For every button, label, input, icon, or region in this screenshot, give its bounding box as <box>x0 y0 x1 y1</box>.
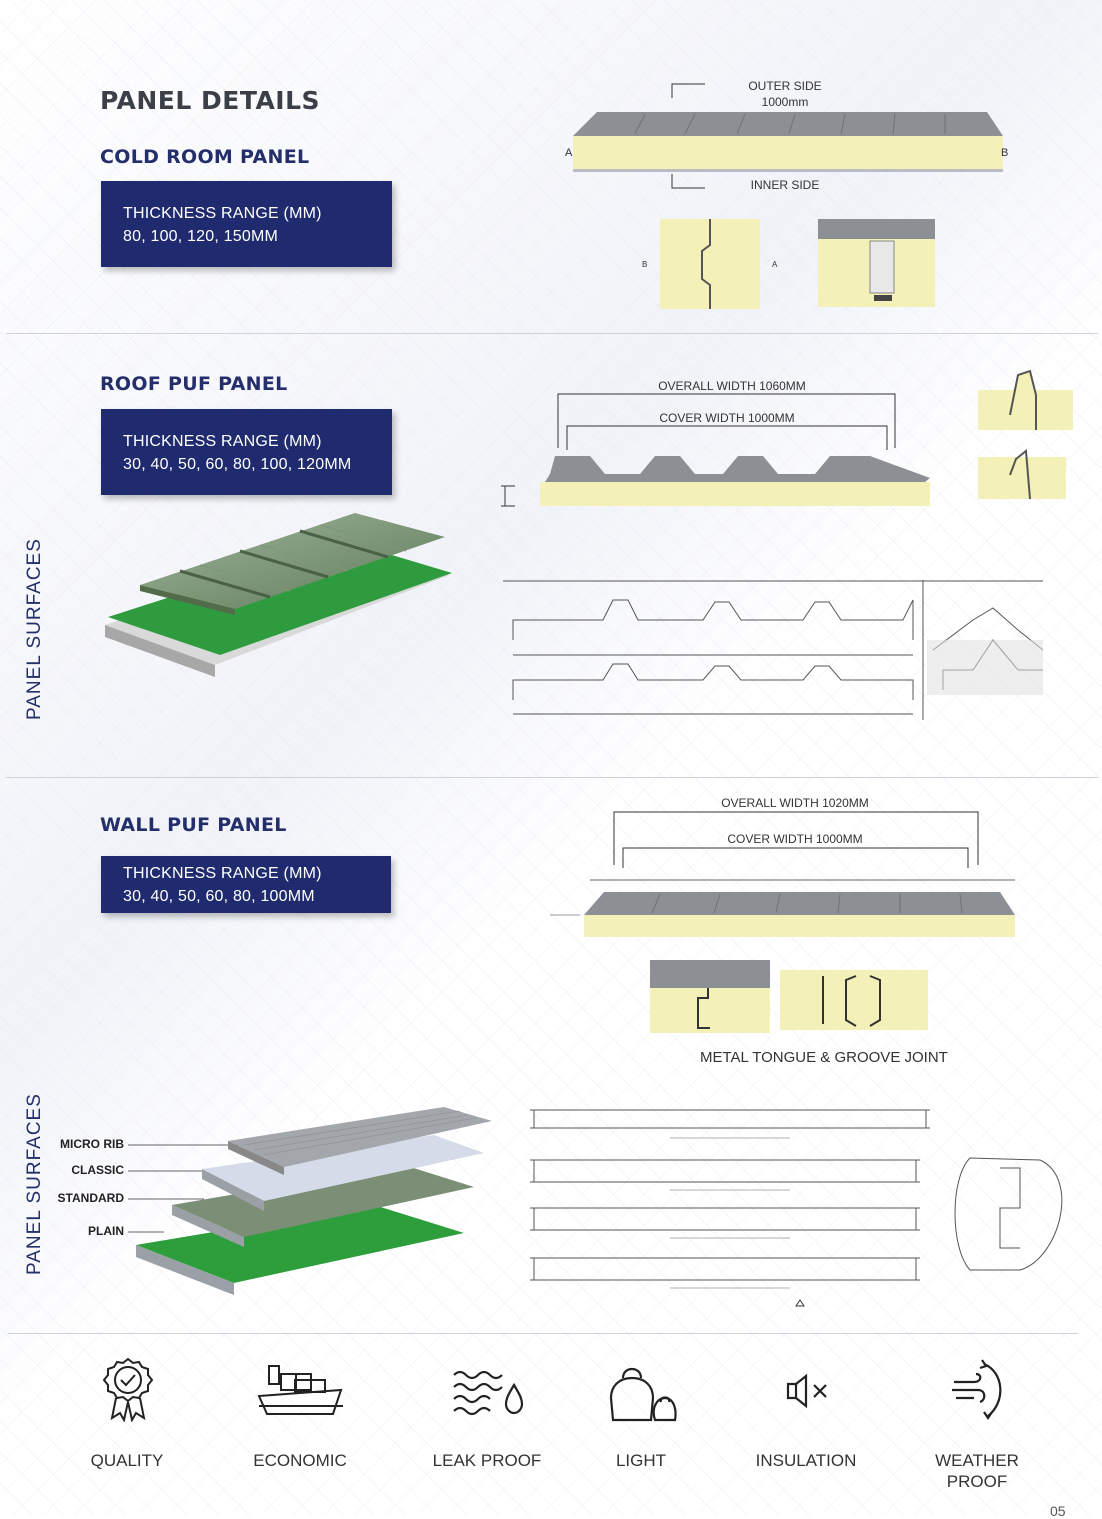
feature-insulation: INSULATION <box>755 1451 857 1470</box>
roof-title: ROOF PUF PANEL <box>100 373 288 395</box>
feature-quality: QUALITY <box>90 1451 164 1470</box>
page-number: 05 <box>1050 1503 1066 1519</box>
thickness-label: THICKNESS RANGE (MM) <box>123 433 322 450</box>
roof-joint-details <box>978 369 1073 500</box>
roof-overall-width: OVERALL WIDTH 1060MM <box>658 379 806 393</box>
roof-panel-surfaces-label: PANEL SURFACES <box>24 538 45 720</box>
inner-side-label: INNER SIDE <box>751 178 820 192</box>
svg-text:A: A <box>772 260 778 269</box>
wall-overall-width: OVERALL WIDTH 1020MM <box>721 796 869 810</box>
thickness-values: 30, 40, 50, 60, 80, 100, 120MM <box>123 456 352 473</box>
roof-profile-diagram: OVERALL WIDTH 1060MM COVER WIDTH 1000MM <box>501 379 930 507</box>
water-drop-icon <box>453 1370 524 1416</box>
wall-technical-drawing <box>530 1109 1063 1307</box>
page-title: PANEL DETAILS <box>100 86 321 115</box>
feature-leak-proof: LEAK PROOF <box>432 1451 542 1470</box>
wall-cover-width: COVER WIDTH 1000MM <box>727 832 862 846</box>
layer-classic: CLASSIC <box>71 1163 124 1177</box>
joint-caption: METAL TONGUE & GROOVE JOINT <box>700 1049 948 1066</box>
thickness-values: 30, 40, 50, 60, 80, 100MM <box>123 888 315 905</box>
layer-micro-rib: MICRO RIB <box>60 1137 124 1151</box>
cold-room-panel-diagram: OUTER SIDE 1000mm A B INNER SIDE <box>565 79 1008 192</box>
wall-thickness-box: THICKNESS RANGE (MM) 30, 40, 50, 60, 80,… <box>101 856 391 913</box>
roof-cover-width: COVER WIDTH 1000MM <box>659 411 794 425</box>
cold-room-title: COLD ROOM PANEL <box>100 146 310 168</box>
wall-panel-surfaces-label: PANEL SURFACES <box>24 1093 45 1275</box>
layer-plain: PLAIN <box>88 1224 124 1238</box>
wall-joint-details <box>650 960 928 1033</box>
section-divider <box>6 777 1098 778</box>
cold-room-thickness-box: THICKNESS RANGE (MM) 80, 100, 120, 150MM <box>101 181 392 267</box>
roof-panel-render <box>105 513 452 677</box>
thickness-label: THICKNESS RANGE (MM) <box>123 865 322 882</box>
cargo-ship-icon <box>257 1365 343 1415</box>
roof-technical-drawing <box>503 580 1043 720</box>
label-a: A <box>565 147 573 159</box>
thickness-label: THICKNESS RANGE (MM) <box>123 205 322 222</box>
feature-weather-proof: WEATHER PROOF <box>935 1451 1019 1491</box>
weight-icon <box>609 1367 677 1422</box>
wind-icon <box>952 1359 1002 1420</box>
svg-text:B: B <box>642 260 647 269</box>
mute-speaker-icon <box>786 1373 827 1409</box>
outer-side-label: OUTER SIDE <box>748 79 821 93</box>
thickness-values: 80, 100, 120, 150MM <box>123 228 279 245</box>
label-b: B <box>1001 147 1008 159</box>
section-divider <box>6 333 1098 334</box>
wall-profile-diagram: OVERALL WIDTH 1020MM COVER WIDTH 1000MM <box>550 796 1015 937</box>
feature-light: LIGHT <box>615 1451 667 1470</box>
feature-economic: ECONOMIC <box>253 1451 347 1470</box>
panel-width-label: 1000mm <box>762 95 809 109</box>
wall-panel-layers-render <box>128 1107 492 1295</box>
wall-title: WALL PUF PANEL <box>100 814 287 836</box>
section-divider <box>8 1333 1078 1334</box>
quality-badge-icon <box>102 1357 154 1422</box>
roof-thickness-box: THICKNESS RANGE (MM) 30, 40, 50, 60, 80,… <box>101 409 392 495</box>
layer-standard: STANDARD <box>57 1191 124 1205</box>
cold-room-joint-details: B A <box>642 219 935 309</box>
